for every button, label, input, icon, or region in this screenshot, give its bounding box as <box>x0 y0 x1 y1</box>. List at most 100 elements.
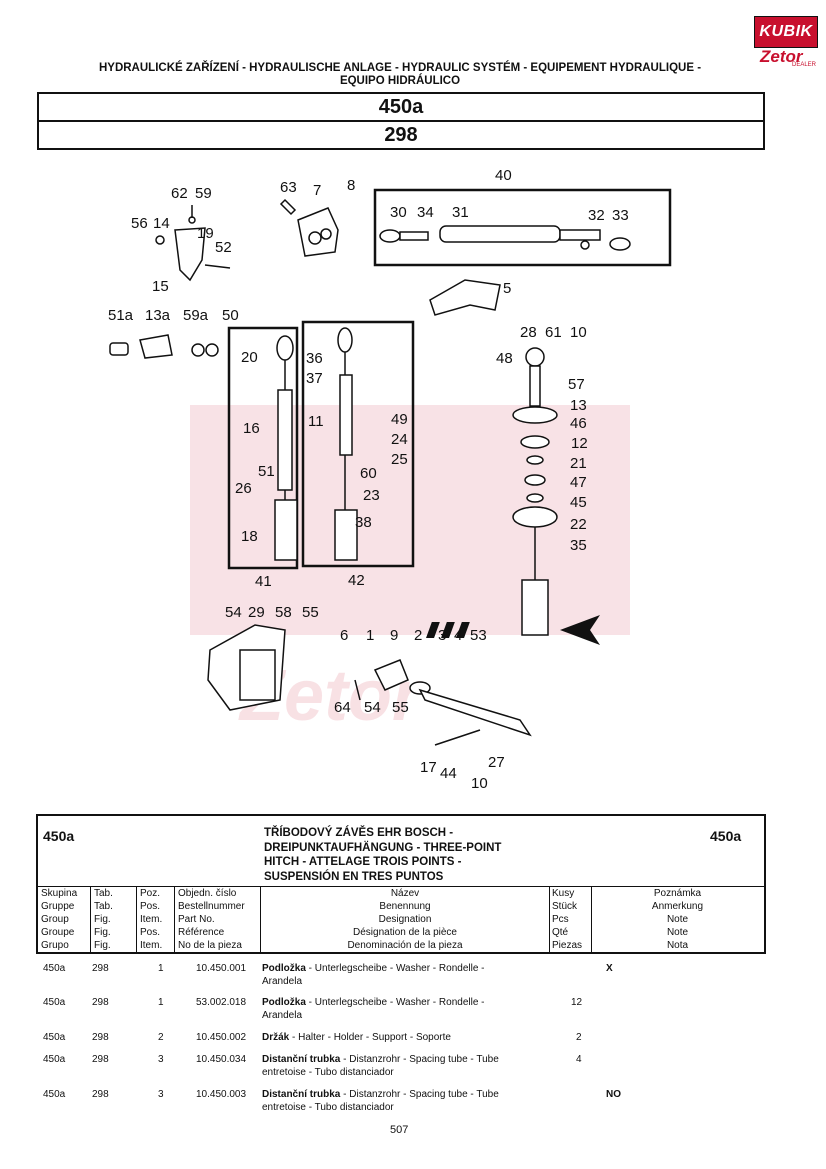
callout-40: 40 <box>495 167 512 184</box>
callout-63: 63 <box>280 179 297 196</box>
exploded-parts-diagram: Zetor <box>108 167 672 792</box>
callout-labels: 62 59 63 7 8 40 56 14 19 30 34 31 32 33 … <box>108 167 629 792</box>
callout-60: 60 <box>360 465 377 482</box>
callout-28: 28 <box>520 324 537 341</box>
callout-10b: 10 <box>471 775 488 792</box>
callout-41: 41 <box>255 573 272 590</box>
callout-37: 37 <box>306 370 323 387</box>
pin-set-drawing <box>109 334 219 359</box>
title-line-3: HITCH - ATTELAGE TROIS POINTS - <box>264 856 462 868</box>
callout-8: 8 <box>347 177 355 194</box>
table-code-left: 450a <box>43 828 75 844</box>
lift-rod-42 <box>334 327 358 561</box>
callout-38: 38 <box>355 514 372 531</box>
section-header: HYDRAULICKÉ ZAŘÍZENÍ - HYDRAULISCHE ANLA… <box>30 62 770 88</box>
callout-51a: 51a <box>108 307 134 324</box>
callout-56: 56 <box>131 215 148 232</box>
callout-25: 25 <box>391 451 408 468</box>
page-number: 507 <box>390 1124 409 1136</box>
callout-15: 15 <box>152 278 169 295</box>
callout-3: 3 <box>438 627 446 644</box>
callout-35: 35 <box>570 537 587 554</box>
callout-24: 24 <box>391 431 408 448</box>
callout-30: 30 <box>390 204 407 221</box>
callout-58: 58 <box>275 604 292 621</box>
callout-55: 55 <box>302 604 319 621</box>
callout-21: 21 <box>570 455 587 472</box>
group-box: 450a <box>37 92 765 122</box>
callout-7: 7 <box>313 182 321 199</box>
callout-13: 13 <box>570 397 587 414</box>
callout-4: 4 <box>454 627 462 644</box>
callout-12: 12 <box>571 435 588 452</box>
header-line-1: HYDRAULICKÉ ZAŘÍZENÍ - HYDRAULISCHE ANLA… <box>98 62 702 74</box>
logo-sub: Zetor <box>760 47 803 66</box>
bracket-drawing <box>279 198 339 257</box>
logo-dealer: DEALER <box>792 62 817 68</box>
callout-61: 61 <box>545 324 562 341</box>
col-tab: Tab.Tab.Fig.Fig.Fig. <box>90 887 137 953</box>
plate-drawing <box>429 279 501 316</box>
callout-42: 42 <box>348 572 365 589</box>
title-line-1: TŘÍBODOVÝ ZÁVĚS EHR BOSCH - <box>264 827 454 839</box>
callout-9: 9 <box>390 627 398 644</box>
table-code-right: 450a <box>710 828 742 844</box>
callout-17: 17 <box>420 759 437 776</box>
kubik-zetor-logo: KUBIK Zetor DEALER <box>754 16 818 68</box>
callout-62: 62 <box>171 185 188 202</box>
callout-59: 59 <box>195 185 212 202</box>
callout-31: 31 <box>452 204 469 221</box>
logo-brand: KUBIK <box>754 16 818 48</box>
title-line-2: DREIPUNKTAUFHÄNGUNG - THREE-POINT <box>264 841 502 854</box>
callout-46: 46 <box>570 415 587 432</box>
callout-64: 64 <box>334 699 351 716</box>
callout-49: 49 <box>391 411 408 428</box>
callout-16: 16 <box>243 420 260 437</box>
table-box: 298 <box>37 120 765 150</box>
callout-54b: 54 <box>364 699 381 716</box>
callout-27: 27 <box>488 754 505 771</box>
callout-2: 2 <box>414 627 422 644</box>
callout-20: 20 <box>241 349 258 366</box>
callout-11: 11 <box>308 413 324 430</box>
callout-6: 6 <box>340 627 348 644</box>
lift-rod-box-41 <box>227 326 299 570</box>
top-link-drawing <box>379 225 631 251</box>
col-poz: Poz.Pos.Item.Pos.Item. <box>136 887 176 953</box>
callout-52: 52 <box>215 239 232 256</box>
callout-29: 29 <box>248 604 265 621</box>
lift-spindle-drawing <box>512 347 558 636</box>
callout-53: 53 <box>470 627 487 644</box>
callout-57: 57 <box>568 376 585 393</box>
callout-44: 44 <box>440 765 457 782</box>
header-line-2: EQUIPO HIDRÁULICO <box>339 75 461 87</box>
callout-47: 47 <box>570 474 587 491</box>
callout-19: 19 <box>197 225 214 242</box>
callout-50: 50 <box>222 307 239 324</box>
lift-rod-box-42 <box>301 320 415 568</box>
callout-48: 48 <box>496 350 513 367</box>
callout-32: 32 <box>588 207 605 224</box>
callout-22: 22 <box>570 516 587 533</box>
callout-26: 26 <box>235 480 252 497</box>
callout-1: 1 <box>366 627 374 644</box>
lower-link-assembly <box>207 624 532 746</box>
callout-5: 5 <box>503 280 511 297</box>
holder-drawing <box>155 205 231 282</box>
title-line-4: SUSPENSIÓN EN TRES PUNTOS <box>264 870 444 883</box>
callout-54: 54 <box>225 604 242 621</box>
parts-table-header: 450a 450a TŘÍBODOVÝ ZÁVĚS EHR BOSCH - DR… <box>36 814 766 954</box>
callout-10: 10 <box>570 324 587 341</box>
lift-rod-41 <box>274 335 298 561</box>
callout-55b: 55 <box>392 699 409 716</box>
callout-14: 14 <box>153 215 170 232</box>
callout-34: 34 <box>417 204 434 221</box>
callout-18: 18 <box>241 528 258 545</box>
top-link-box <box>373 188 672 267</box>
callout-13a: 13a <box>145 307 171 324</box>
